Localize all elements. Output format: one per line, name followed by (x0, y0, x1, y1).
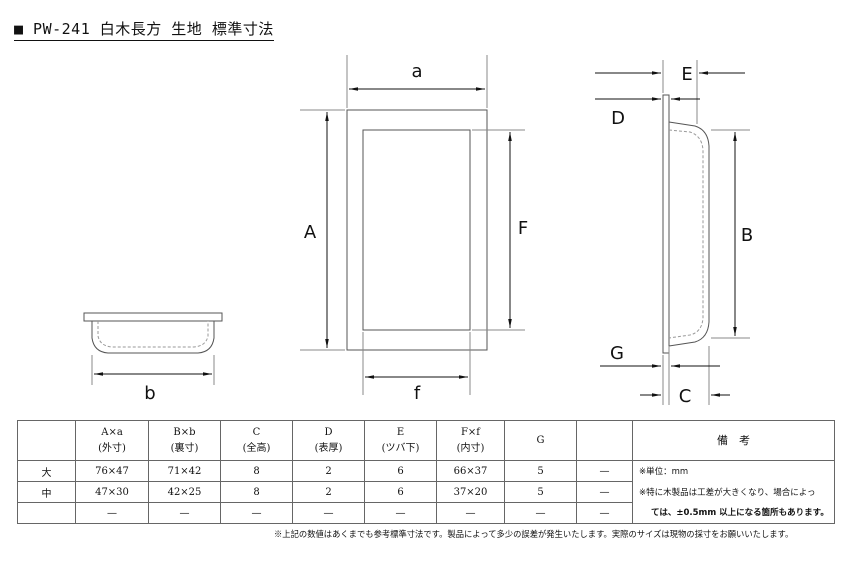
label-G: G (610, 343, 624, 364)
remarks-cell: ※単位：mm※特に木製品は工差が大きくなり、場合によっては、±0.5mm 以上に… (632, 460, 835, 524)
footnote: ※上記の数値はあくまでも参考標準寸法です。製品によって多少の誤差が発生いたします… (274, 529, 794, 539)
header-Bb: B×b(裏寸) (148, 420, 221, 461)
side-view-tray (83, 312, 223, 385)
label-b: b (144, 383, 155, 404)
header-E: E(ツバ下) (364, 420, 437, 461)
header-G: G (504, 420, 577, 461)
header-Ff: F×f(内寸) (436, 420, 505, 461)
label-a: a (411, 61, 422, 82)
header-remarks: 備 考 (632, 420, 835, 461)
header-C: C(全高) (220, 420, 293, 461)
label-B: B (741, 225, 753, 246)
label-E: E (681, 64, 692, 85)
spec-table: A×a(外寸) B×b(裏寸) C(全高) D(表厚) E(ツバ下) F×f(内… (17, 420, 835, 524)
header-D: D(表厚) (292, 420, 365, 461)
header-Aa: A×a(外寸) (75, 420, 149, 461)
table-header-row: A×a(外寸) B×b(裏寸) C(全高) D(表厚) E(ツバ下) F×f(内… (17, 420, 835, 461)
front-view (300, 55, 525, 395)
label-C: C (679, 386, 692, 407)
label-F: F (518, 218, 528, 239)
label-A: A (304, 222, 317, 243)
section-view (595, 60, 750, 405)
table-row: ———————— (17, 502, 835, 524)
label-f: f (414, 383, 421, 404)
label-D: D (611, 108, 625, 129)
page-title: ■ PW-241 白木長方 生地 標準寸法 (14, 18, 274, 41)
